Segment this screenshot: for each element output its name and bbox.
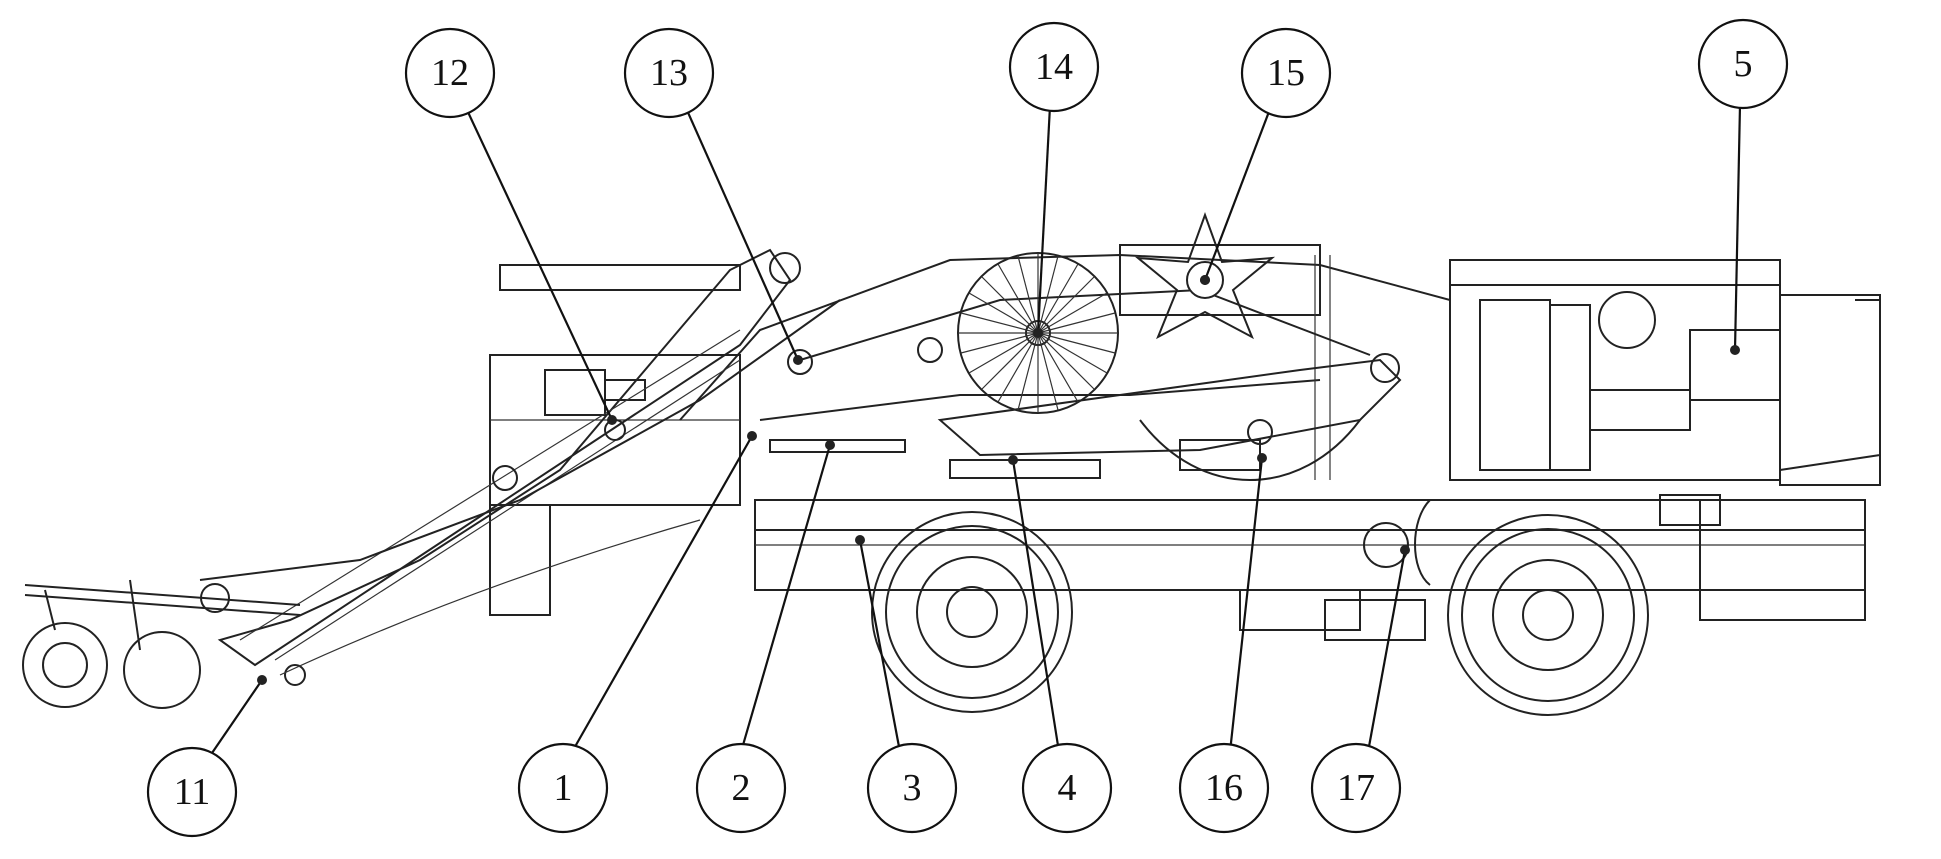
left-hopper xyxy=(489,264,741,616)
callout-14: 14 xyxy=(1008,21,1100,113)
leader-dots xyxy=(257,275,1740,685)
callout-label-14: 14 xyxy=(1035,46,1073,88)
leader-12 xyxy=(459,94,613,421)
callout-label-17: 17 xyxy=(1337,767,1375,809)
callout-16: 16 xyxy=(1178,742,1270,834)
callout-12: 12 xyxy=(404,27,496,119)
main-wheel-left xyxy=(871,511,1073,713)
callout-15: 15 xyxy=(1240,27,1332,119)
leader-1 xyxy=(571,435,753,753)
callout-13: 13 xyxy=(623,27,715,119)
callout-label-4: 4 xyxy=(1058,767,1077,809)
callout-4: 4 xyxy=(1021,742,1113,834)
main-wheel-right xyxy=(1447,514,1649,716)
leader-lines xyxy=(211,94,1742,754)
leader-13 xyxy=(680,98,800,361)
callout-label-1: 1 xyxy=(554,767,573,809)
leader-11 xyxy=(211,679,263,754)
chain-guard xyxy=(279,519,701,676)
leader-17 xyxy=(1366,549,1407,753)
callout-1: 1 xyxy=(517,742,609,834)
callout-5: 5 xyxy=(1697,18,1789,110)
machine-drawing xyxy=(22,212,1881,716)
callout-label-2: 2 xyxy=(732,767,751,809)
callout-2: 2 xyxy=(695,742,787,834)
callout-label-13: 13 xyxy=(650,52,688,94)
transfer-conveyor xyxy=(799,288,1402,481)
chassis-frame xyxy=(754,499,1866,641)
leader-14 xyxy=(1036,105,1052,334)
upper-housing xyxy=(679,244,1881,486)
callout-label-3: 3 xyxy=(903,767,922,809)
leader-15 xyxy=(1203,108,1272,281)
leader-5 xyxy=(1733,104,1742,351)
leader-4 xyxy=(1011,459,1061,753)
right-side-components xyxy=(1363,291,1781,586)
callout-label-5: 5 xyxy=(1734,43,1753,85)
leader-3 xyxy=(858,539,902,753)
front-wheels xyxy=(22,579,301,709)
callout-label-11: 11 xyxy=(174,771,211,813)
callout-17: 17 xyxy=(1310,742,1402,834)
leader-2 xyxy=(739,444,832,753)
separator-drum xyxy=(957,252,1119,414)
callout-label-15: 15 xyxy=(1267,52,1305,94)
callout-label-16: 16 xyxy=(1205,767,1243,809)
callout-11: 11 xyxy=(146,746,238,838)
leader-16 xyxy=(1228,457,1264,753)
callout-3: 3 xyxy=(866,742,958,834)
lifting-conveyor xyxy=(199,248,841,667)
callout-label-12: 12 xyxy=(431,52,469,94)
